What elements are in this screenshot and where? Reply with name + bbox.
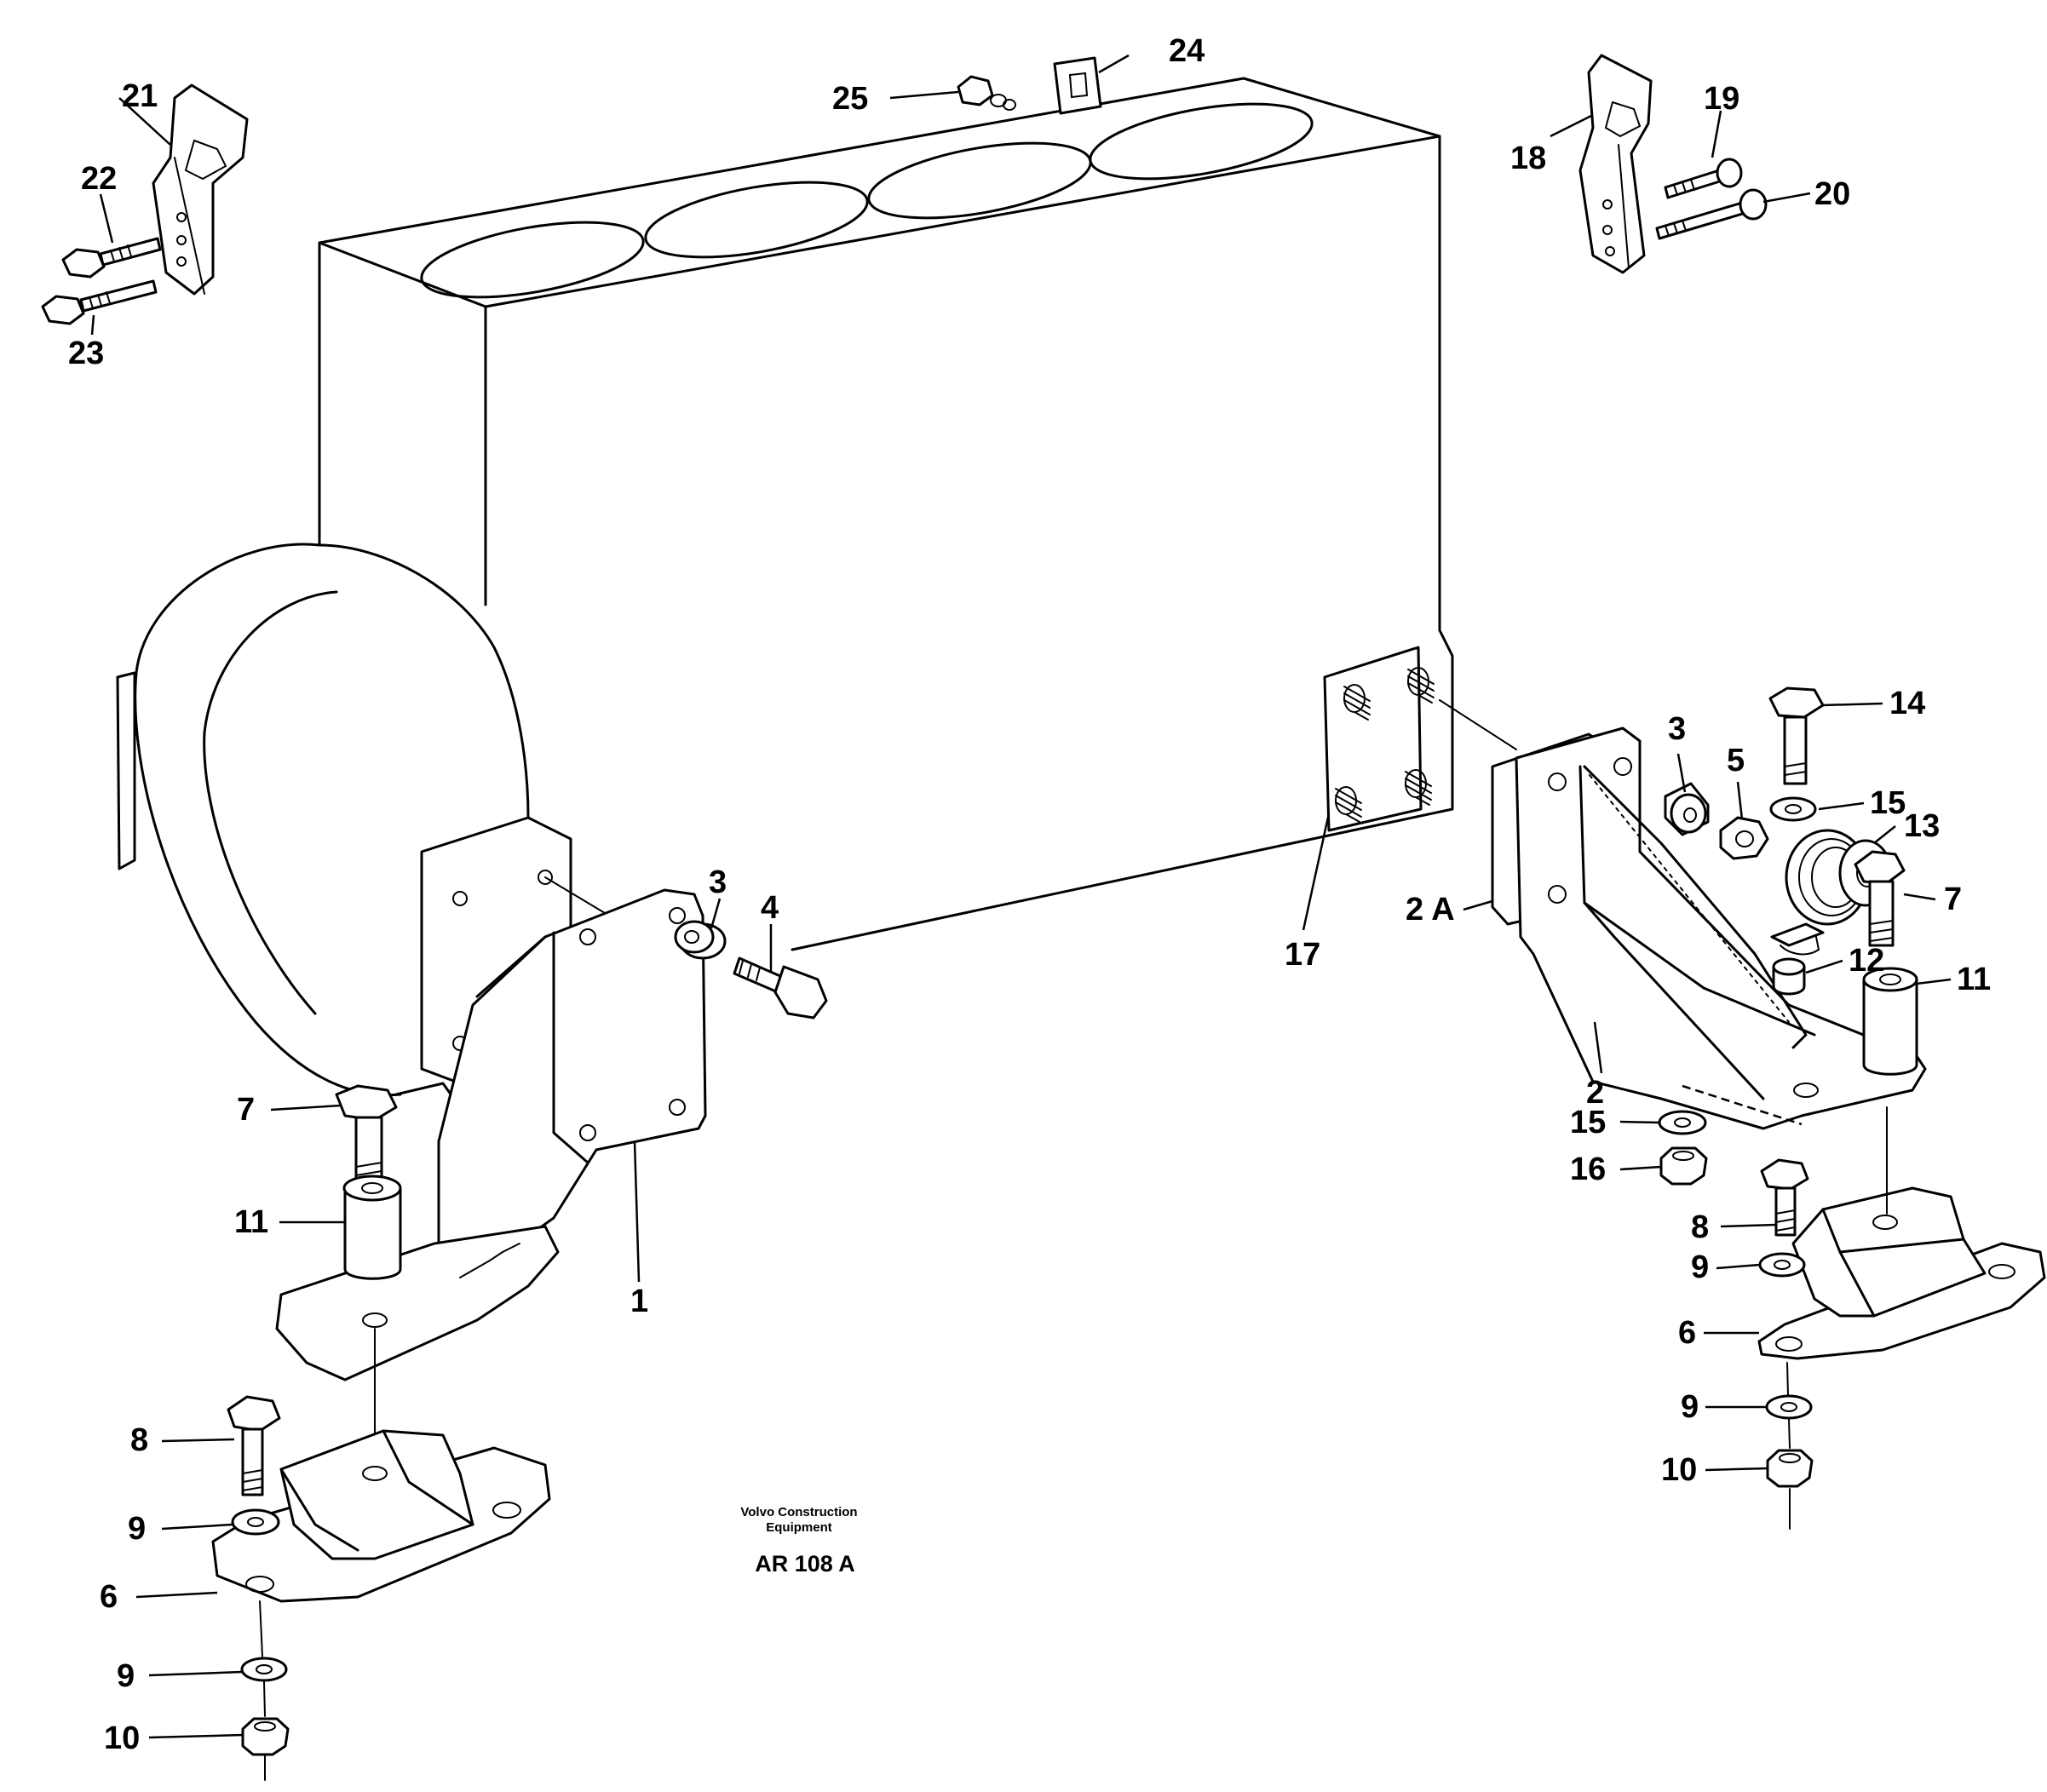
right-washer-15a — [1769, 796, 1817, 822]
callout-14: 14 — [1889, 686, 1925, 721]
left-washer-9a — [231, 1508, 280, 1536]
left-engine-bracket — [275, 888, 707, 1449]
engine-block — [116, 77, 1454, 1109]
right-nut-5 — [1719, 816, 1769, 860]
callout-2: 2 — [1586, 1075, 1604, 1111]
left-washer-9b — [240, 1657, 288, 1682]
callout-23: 23 — [68, 336, 104, 371]
screw-25 — [957, 75, 1016, 111]
bolt-20 — [1655, 188, 1768, 240]
callout-12: 12 — [1849, 943, 1884, 979]
callout-11-left: 11 — [234, 1204, 268, 1240]
stud-top-left — [1343, 684, 1371, 721]
callout-24: 24 — [1169, 33, 1205, 69]
left-rubber-mount-6 — [211, 1429, 551, 1603]
callout-labels: 21 22 23 25 24 18 19 20 17 2 A 2 3 5 14 … — [68, 33, 1991, 1756]
callout-9-left-a: 9 — [128, 1511, 146, 1547]
callout-5: 5 — [1727, 743, 1745, 778]
stud-bottom-left — [1335, 786, 1362, 823]
callout-16: 16 — [1570, 1152, 1606, 1187]
callout-9-right-a: 9 — [1691, 1249, 1709, 1285]
caption-company-line2: Equipment — [766, 1520, 832, 1535]
callout-10-right: 10 — [1661, 1452, 1697, 1488]
bolt-23 — [41, 279, 158, 325]
callout-1: 1 — [630, 1284, 648, 1319]
callout-17: 17 — [1285, 937, 1320, 973]
right-bolt-14 — [1768, 686, 1825, 785]
callout-8-right: 8 — [1691, 1209, 1709, 1245]
callout-20: 20 — [1814, 176, 1850, 212]
callout-2a: 2 A — [1406, 892, 1455, 928]
callout-19: 19 — [1704, 81, 1739, 117]
left-spacer-11 — [342, 1175, 402, 1280]
left-bolt-8 — [227, 1395, 281, 1496]
callout-18: 18 — [1510, 141, 1546, 176]
right-washer-9b — [1765, 1394, 1813, 1420]
callout-9-right-b: 9 — [1681, 1389, 1699, 1425]
stud-top-right — [1407, 667, 1435, 704]
bolt-19 — [1664, 158, 1743, 199]
leader-lines — [90, 54, 1952, 1739]
stud-bottom-right — [1405, 769, 1432, 806]
callout-15-b: 15 — [1570, 1105, 1606, 1140]
callout-6-right: 6 — [1678, 1315, 1696, 1351]
right-rubber-mount-6 — [1757, 1106, 2046, 1360]
left-bolt-4 — [733, 956, 828, 1019]
right-spacer-11 — [1862, 967, 1918, 1076]
bolt-22 — [61, 237, 162, 279]
callout-11-right: 11 — [1957, 962, 1991, 997]
callout-3-left: 3 — [709, 864, 727, 900]
caption-company: Volvo Construction — [740, 1505, 857, 1519]
lifting-eye-21 — [152, 83, 249, 296]
right-washer-15b — [1658, 1110, 1707, 1135]
callout-9-left-b: 9 — [117, 1658, 135, 1694]
callout-21: 21 — [122, 78, 158, 114]
callout-8-left: 8 — [130, 1422, 148, 1458]
callout-7-right: 7 — [1944, 882, 1962, 917]
lifting-eye-24 — [1053, 56, 1102, 115]
right-bolt-7 — [1854, 850, 1906, 947]
drawing-caption: Volvo Construction Equipment AR 108 A — [740, 1505, 857, 1577]
callout-6-left: 6 — [100, 1579, 118, 1615]
right-engine-bracket — [1515, 727, 1927, 1130]
callout-4: 4 — [761, 890, 779, 926]
right-washer-12 — [1772, 957, 1806, 996]
drawing-code: AR 108 A — [755, 1551, 855, 1577]
callout-7-left: 7 — [237, 1092, 255, 1128]
left-spacer-3 — [674, 920, 727, 960]
callout-13: 13 — [1904, 808, 1940, 844]
right-bolt-8 — [1760, 1158, 1809, 1237]
right-nut-16 — [1659, 1146, 1708, 1186]
right-spacer-3 — [1664, 782, 1710, 836]
right-washer-9a — [1758, 1252, 1806, 1278]
right-nut-10 — [1766, 1449, 1814, 1488]
left-nut-10 — [241, 1717, 290, 1756]
left-bolt-7 — [335, 1084, 398, 1186]
callout-22: 22 — [81, 161, 117, 197]
callout-15-a: 15 — [1870, 785, 1906, 821]
callout-3-right: 3 — [1668, 711, 1686, 747]
callout-10-left: 10 — [104, 1720, 140, 1756]
lifting-eye-18 — [1578, 54, 1653, 274]
callout-25: 25 — [832, 81, 868, 117]
